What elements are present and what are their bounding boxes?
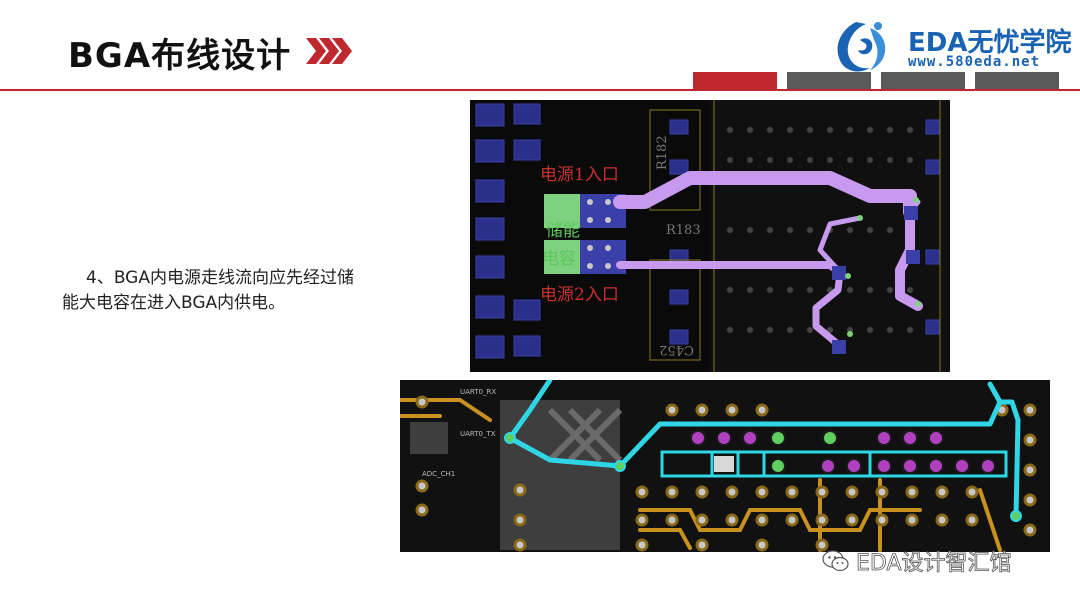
page-title: BGA布线设计 xyxy=(68,36,292,76)
watermark: EDA设计智汇馆 xyxy=(822,545,1012,577)
logo-icon xyxy=(837,22,886,72)
section-tab-active xyxy=(693,72,777,89)
net-adc: ADC_CH1 xyxy=(422,470,455,478)
ref-r183: R183 xyxy=(666,223,701,238)
logo-name: EDA无忧学院 xyxy=(908,28,1072,58)
wechat-icon xyxy=(822,550,849,572)
section-tab xyxy=(787,72,871,89)
ref-c452: C452 xyxy=(659,342,694,357)
header-divider xyxy=(0,89,1080,91)
section-tab xyxy=(975,72,1059,89)
label-power2: 电源2入口 xyxy=(540,285,619,305)
net-uart-rx: UART0_RX xyxy=(460,388,496,396)
section-tab xyxy=(881,72,965,89)
label-storage: 储能 xyxy=(546,221,580,241)
pcb-bottom-image: UART0_RX UART0_TX ADC_CH1 xyxy=(400,380,1050,552)
body-paragraph: 4、BGA内电源走线流向应先经过储能大电容在进入BGA内供电。 xyxy=(62,268,354,313)
logo-url: www.580eda.net xyxy=(908,54,1041,70)
net-uart-tx: UART0_TX xyxy=(460,430,496,438)
label-power1: 电源1入口 xyxy=(540,165,619,185)
watermark-text: EDA设计智汇馆 xyxy=(856,551,1012,577)
ref-r182: R182 xyxy=(655,135,670,170)
label-capacitor: 电容 xyxy=(542,249,576,269)
pcb-top-image: R182 R183 C452 电源1入口 储能 电容 电源2入口 xyxy=(470,100,950,372)
chevron-right-icon xyxy=(306,38,352,64)
